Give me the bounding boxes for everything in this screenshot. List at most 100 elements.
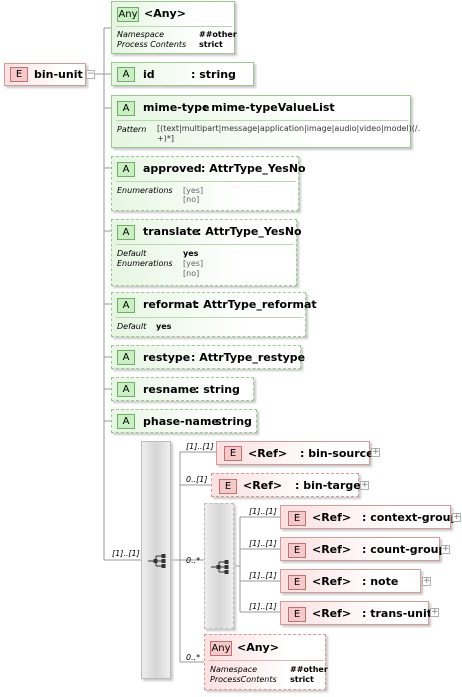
expand-icon[interactable]: + [441,544,450,554]
attribute-translate[interactable]: A translate : AttrType_YesNo Default yes… [111,219,302,286]
attribute-phase-name[interactable]: A phase-name : string [111,409,257,433]
element-ref-count-group[interactable]: E <Ref> : count-group [280,537,446,561]
any-title: <Any> [237,641,279,654]
child-cardinality: [1]..[1] [186,442,214,451]
pattern-value: [(text|multipart|message|application|ima… [157,124,421,143]
attribute-type: : AttrType_YesNo [201,162,306,175]
attribute-name: translate [143,225,200,238]
root-element[interactable]: E bin-unit [4,63,86,86]
any-badge: Any [210,641,232,656]
expand-icon[interactable]: + [371,447,380,457]
root-element-name: bin-unit [34,68,83,81]
attribute-type: : AttrType_reformat [195,298,317,311]
element-badge: E [10,67,28,82]
any-badge: Any [117,7,139,22]
attribute-restype[interactable]: A restype : AttrType_restype [111,345,305,369]
element-ref-bin-target[interactable]: E <Ref> : bin-target [211,473,366,497]
attribute-type: : string [207,415,252,428]
element-badge: E [288,511,306,526]
divider [116,244,294,245]
default-value: yes [156,322,172,331]
attribute-id[interactable]: A id : string [111,62,254,86]
choice-compositor[interactable] [204,503,234,629]
ref-label: <Ref> [243,479,283,492]
ref-label: <Ref> [312,543,352,556]
ref-label: <Ref> [312,575,352,588]
attribute-badge: A [117,162,135,177]
expand-icon[interactable]: + [422,576,431,586]
element-badge: E [288,575,306,590]
enum-value: [yes] [183,186,204,195]
ref-label: <Ref> [312,511,352,524]
element-ref-bin-source[interactable]: E <Ref> : bin-source [216,441,374,465]
element-ref-note[interactable]: E <Ref> : note [280,569,421,593]
default-label: Default [117,249,147,258]
expand-icon[interactable]: + [430,607,439,617]
attribute-badge: A [117,101,135,116]
process-contents-value: strict [199,40,223,49]
element-name: : trans-unit [362,607,432,620]
element-badge: E [219,479,237,494]
namespace-value: ##other [199,30,237,39]
element-name: : context-group [362,511,459,524]
enum-value: [no] [183,269,200,278]
default-label: Default [117,322,147,331]
element-name: : bin-source [300,447,374,460]
sequence-compositor[interactable] [141,441,171,679]
element-badge: E [224,446,242,461]
divider [116,317,303,318]
divider [209,660,323,661]
enumerations-label: Enumerations [117,186,173,195]
process-contents-label: ProcessContents [210,675,277,684]
attribute-name: resname [143,383,197,396]
element-ref-trans-unit[interactable]: E <Ref> : trans-unit [280,601,432,625]
attribute-reformat[interactable]: A reformat : AttrType_reformat Default y… [111,292,317,337]
attribute-name: reformat [143,298,198,311]
divider [116,120,408,121]
element-badge: E [288,543,306,558]
divider [116,181,296,182]
sequence-icon [148,554,166,568]
attribute-name: mime-type [143,101,210,114]
ref-label: <Ref> [248,447,288,460]
pattern-label: Pattern [117,125,147,134]
expand-icon[interactable]: + [360,480,369,490]
attribute-badge: A [117,298,135,313]
element-name: : bin-target [295,479,366,492]
attribute-type: : string [195,383,240,396]
namespace-label: Namespace [117,30,165,39]
attribute-approved[interactable]: A approved : AttrType_YesNo Enumerations… [111,156,306,211]
expand-icon[interactable]: + [452,512,461,522]
process-contents-label: Process Contents [117,40,187,49]
attribute-name: id [143,68,155,81]
attribute-resname[interactable]: A resname : string [111,377,254,401]
attribute-badge: A [117,67,135,82]
attribute-badge: A [117,225,135,240]
any-element-bottom[interactable]: Any <Any> Namespace ##other ProcessConte… [204,634,328,690]
child-cardinality: [1]..[1] [249,507,277,516]
divider [116,26,232,27]
child-cardinality: [1]..[1] [249,571,277,580]
any-title: <Any> [144,7,186,20]
attribute-type: : mime-typeValueList [203,101,335,114]
enum-value: [yes] [183,259,204,268]
choice-icon [211,560,229,574]
attribute-badge: A [117,382,135,397]
choice-cardinality: 0..* [186,556,201,565]
attribute-type: : AttrType_YesNo [197,225,302,238]
attribute-type: : AttrType_restype [191,351,306,364]
element-badge: E [288,607,306,622]
sequence-cardinality: [1]..[1] [112,549,140,558]
attribute-name: phase-name [143,415,219,428]
element-name: : count-group [362,543,447,556]
child-cardinality: [1]..[1] [249,539,277,548]
collapse-toggle-icon[interactable]: − [86,69,95,79]
any-attribute-top[interactable]: Any <Any> Namespace ##other Process Cont… [111,1,237,54]
ref-label: <Ref> [312,607,352,620]
element-ref-context-group[interactable]: E <Ref> : context-group [280,505,458,529]
attribute-mime-type[interactable]: A mime-type : mime-typeValueList Pattern… [111,95,420,148]
attribute-type: : string [191,68,236,81]
namespace-label: Namespace [210,665,258,674]
child-cardinality: 0..[1] [186,475,208,484]
